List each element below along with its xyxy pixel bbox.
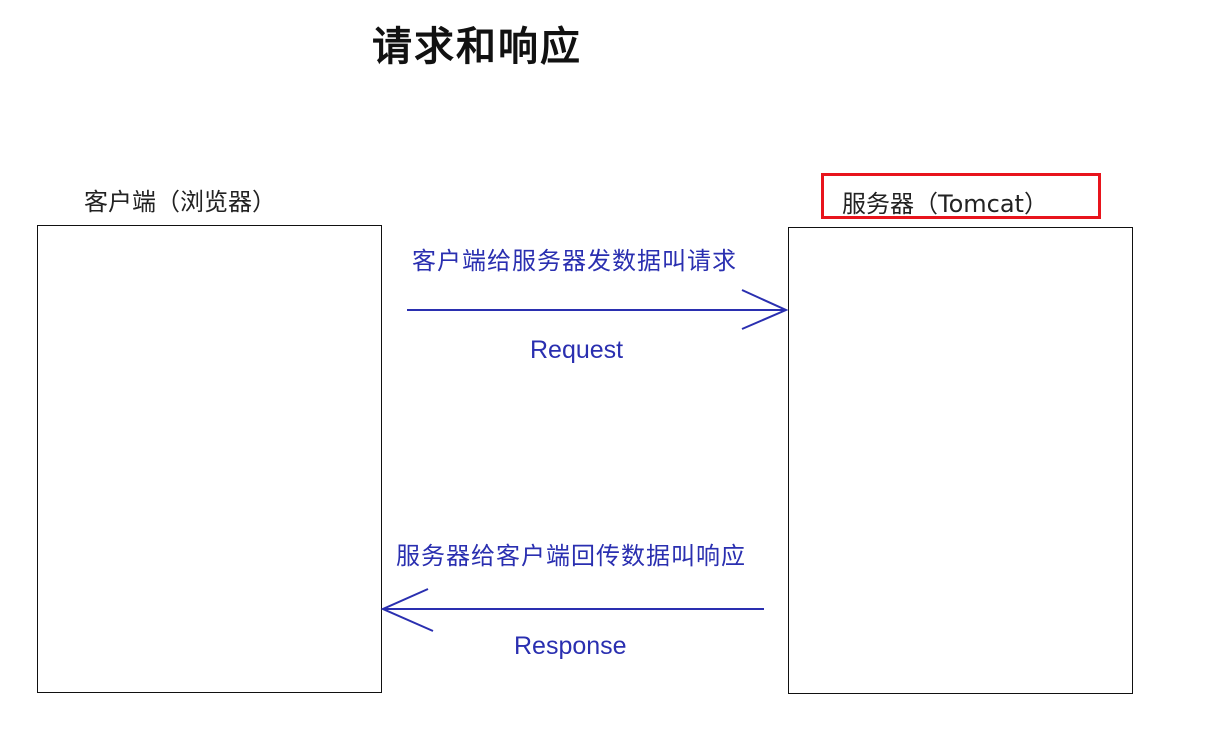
response-description: 服务器给客户端回传数据叫响应 xyxy=(396,542,746,570)
client-box xyxy=(37,225,382,693)
client-label: 客户端（浏览器） xyxy=(84,188,276,216)
server-label-highlight xyxy=(821,173,1101,219)
response-arrow xyxy=(380,588,764,632)
server-box xyxy=(788,227,1133,694)
page-title: 请求和响应 xyxy=(372,23,582,70)
request-label: Request xyxy=(530,336,624,364)
request-description: 客户端给服务器发数据叫请求 xyxy=(412,247,737,275)
server-label: 服务器（Tomcat） xyxy=(842,190,1048,218)
response-label: Response xyxy=(514,632,627,660)
request-arrow xyxy=(407,289,789,330)
